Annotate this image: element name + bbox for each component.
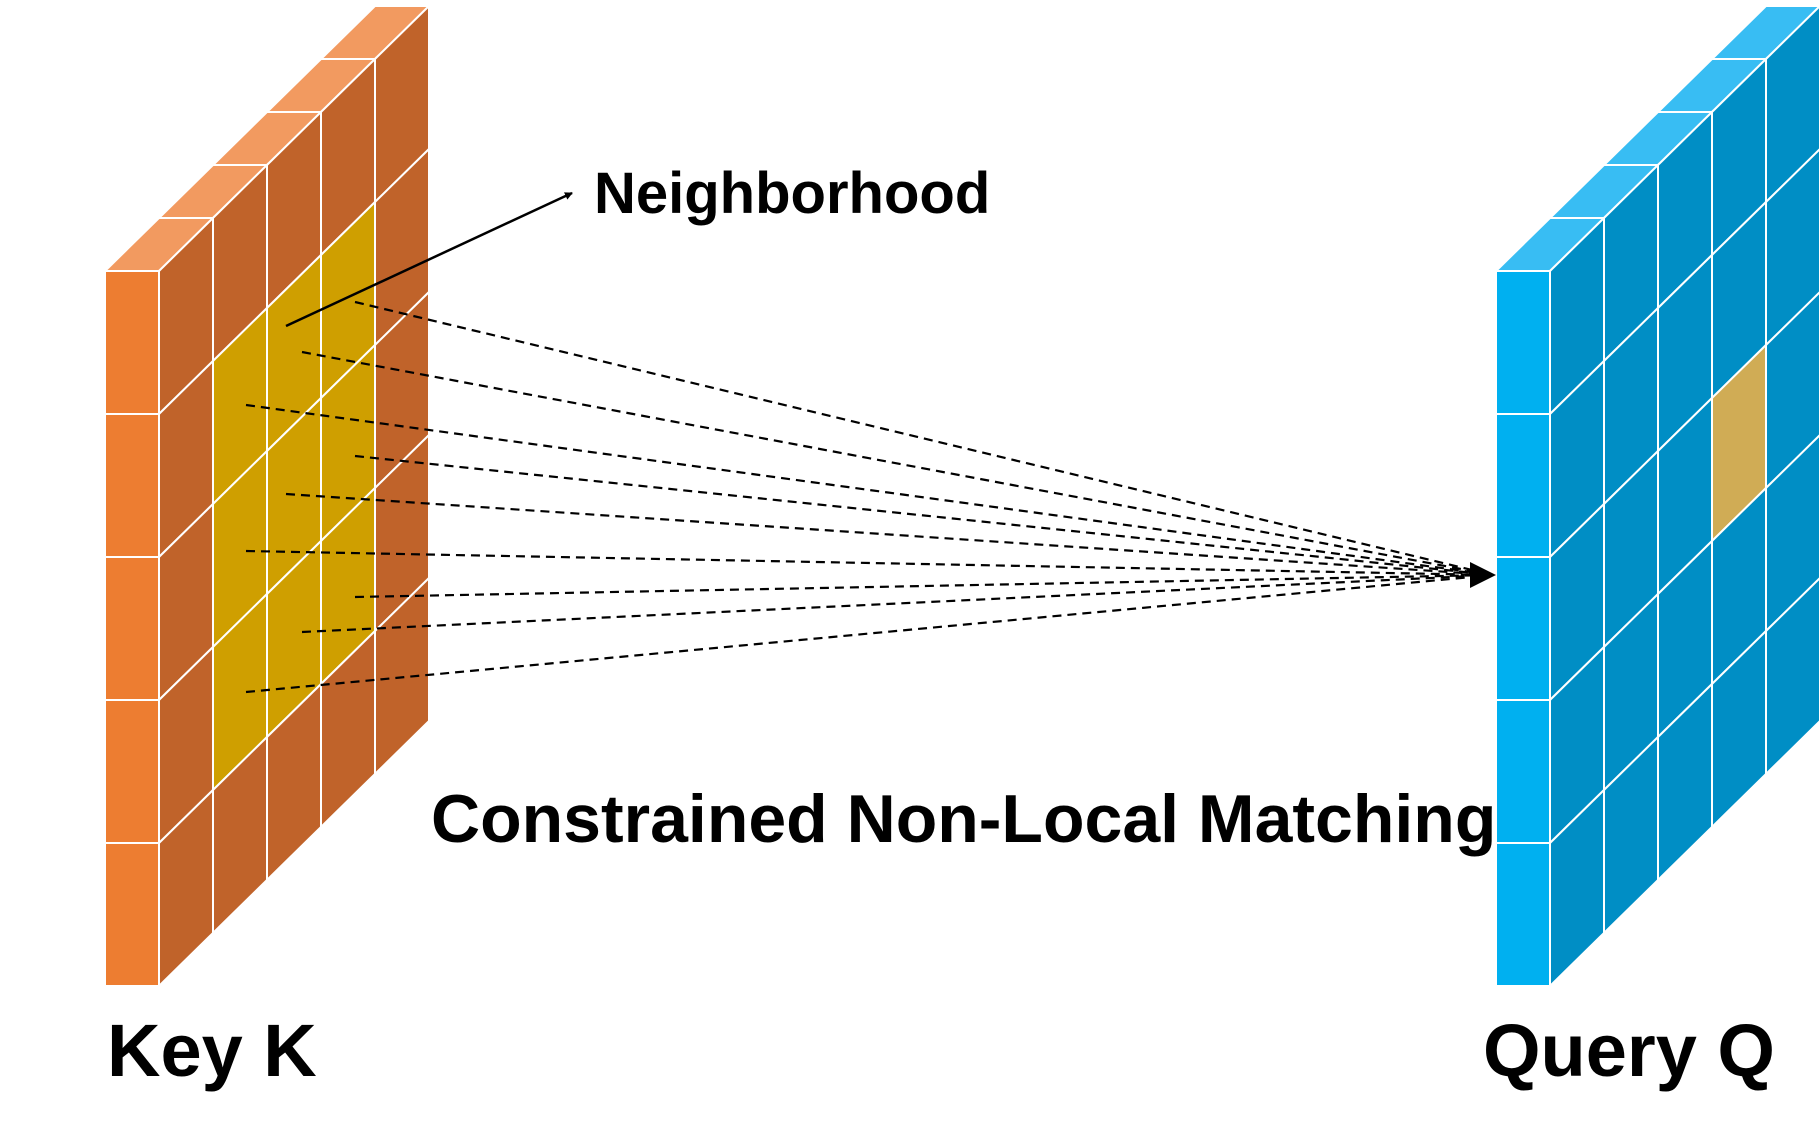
top-face-cell	[1709, 5, 1820, 60]
matching-arrowhead	[1470, 562, 1496, 588]
matching-line	[245, 403, 1494, 577]
query-label: Query Q	[1483, 1009, 1775, 1092]
matching-line	[245, 573, 1494, 694]
matching-lines	[245, 300, 1496, 694]
front-face-cell	[1495, 556, 1551, 701]
matching-line	[301, 350, 1494, 577]
matching-line	[245, 549, 1494, 577]
front-face-cell	[1495, 842, 1551, 987]
side-face-cell	[1765, 433, 1820, 634]
side-face-cell	[1765, 290, 1820, 491]
side-face-cell	[1765, 4, 1820, 205]
front-face-cell	[104, 270, 160, 415]
front-face-cell	[104, 699, 160, 844]
neighborhood-pointer-arrow	[285, 191, 573, 328]
front-face-cell	[104, 556, 160, 701]
query-feature-block	[1493, 4, 1820, 989]
front-face-cell	[1495, 413, 1551, 558]
front-face-cell	[104, 413, 160, 558]
side-face-cell	[1765, 576, 1820, 777]
key-label: Key K	[107, 1009, 317, 1092]
key-feature-block	[102, 3, 432, 989]
front-face-cell	[104, 842, 160, 987]
matching-line	[301, 573, 1494, 634]
matching-title: Constrained Non-Local Matching	[431, 781, 1497, 857]
matching-line	[285, 492, 1494, 577]
matching-line	[354, 300, 1494, 577]
neighborhood-label: Neighborhood	[594, 161, 991, 226]
side-face-cell	[1765, 147, 1820, 348]
front-face-cell	[1495, 270, 1551, 415]
matching-line	[354, 454, 1494, 577]
matching-line	[354, 573, 1494, 599]
front-face-cell	[1495, 699, 1551, 844]
